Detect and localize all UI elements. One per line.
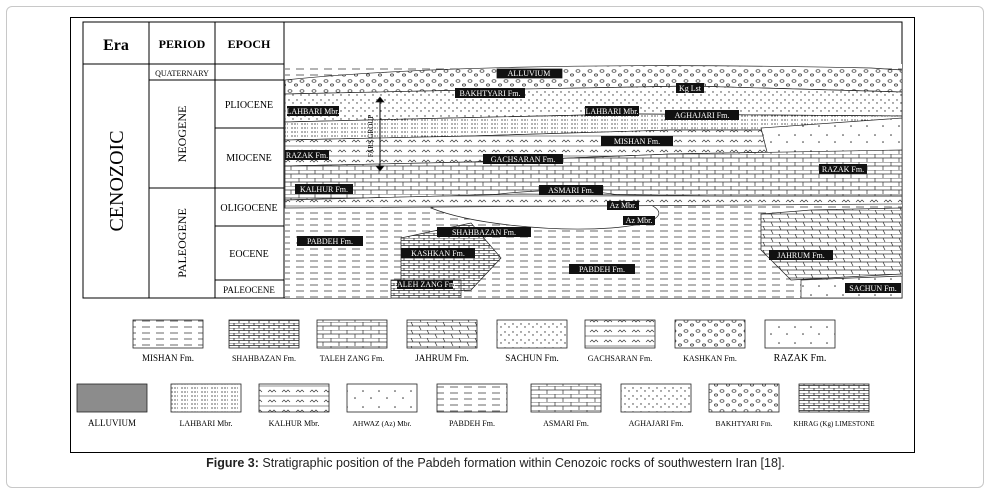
legend-row1-0: MISHAN Fm. — [142, 353, 194, 363]
header-epoch: EPOCH — [228, 37, 271, 51]
period-neogene: NEOGENE — [175, 106, 189, 163]
label-lahbari-mid: LAHBARI Mbr. — [586, 107, 639, 116]
legend-row2-6: AGHAJARI Fm. — [629, 419, 684, 428]
legend-row1-1: SHAHBAZAN Fm. — [232, 354, 296, 363]
label-az-mbr-1: Az Mbr. — [610, 201, 637, 210]
label-mishan: MISHAN Fm. — [614, 137, 660, 146]
legend-row2-0: ALLUVIUM — [88, 418, 136, 428]
legend-row1-7: RAZAK Fm. — [774, 353, 827, 364]
legend-labels: MISHAN Fm. SHAHBAZAN Fm. TALEH ZANG Fm. … — [88, 353, 875, 428]
label-razak-right: RAZAK Fm. — [822, 165, 864, 174]
figure-caption: Figure 3: Stratigraphic position of the … — [0, 456, 991, 470]
legend-row1-5: GACHSARAN Fm. — [588, 354, 652, 363]
legend-row2-3: AHWAZ (Az) Mbr. — [353, 419, 412, 428]
label-lahbari-left: LAHBARI Mbr. — [287, 107, 340, 116]
label-bakhtyari: BAKHTYARI Fm. — [460, 89, 521, 98]
label-kashkan: KASHKAN Fm. — [411, 249, 465, 258]
label-sachun: SACHUN Fm. — [849, 284, 897, 293]
legend-row2-7: BAKHTYARI Fm. — [715, 419, 772, 428]
label-taleh-zang: TALEH ZANG Fm. — [393, 280, 457, 289]
section-labels: ALLUVIUM Kg Lst BAKHTYARI Fm. LAHBARI Mb… — [285, 69, 901, 293]
legend-row2-8: KHRAG (Kg) LIMESTONE — [793, 420, 874, 428]
legend-row1-3: JAHRUM Fm. — [415, 353, 469, 363]
legend — [76, 319, 870, 413]
label-alluvium: ALLUVIUM — [508, 69, 551, 78]
legend-row2-1: LAHBARI Mbr. — [180, 419, 233, 428]
header-period: PERIOD — [159, 37, 206, 51]
label-shahbazan: SHAHBAZAN Fm. — [452, 228, 516, 237]
caption-prefix: Figure 3: — [206, 456, 259, 470]
label-fars-group: FARS GROUP — [367, 115, 375, 158]
label-kalhur: KALHUR Fm. — [300, 185, 348, 194]
period-quaternary: QUATERNARY — [155, 69, 209, 78]
label-kg-lst: Kg Lst — [679, 84, 702, 93]
epoch-eocene: EOCENE — [229, 249, 268, 260]
legend-row1-4: SACHUN Fm. — [505, 353, 559, 363]
label-razak-left: RAZAK Fm. — [286, 151, 328, 160]
legend-row2-2: KALHUR Mbr. — [269, 419, 320, 428]
legend-row1-6: KASHKAN Fm. — [683, 354, 737, 363]
label-gachsaran: GACHSARAN Fm. — [491, 155, 555, 164]
epoch-oligocene: OLIGOCENE — [220, 203, 277, 214]
label-aghajari: AGHAJARI Fm. — [675, 111, 730, 120]
figure-panel: Era PERIOD EPOCH CENOZOIC QUATERNARY NEO… — [70, 17, 915, 453]
cross-section — [284, 64, 903, 299]
epoch-paleocene: PALEOCENE — [223, 285, 275, 295]
header-era: Era — [103, 37, 129, 54]
label-az-mbr-2: Az Mbr. — [626, 216, 653, 225]
epoch-miocene: MIOCENE — [226, 153, 272, 164]
legend-row2-4: PABDEH Fm. — [449, 419, 495, 428]
period-paleogene: PALEOGENE — [175, 208, 189, 278]
label-asmari: ASMARI Fm. — [548, 186, 594, 195]
legend-row1-2: TALEH ZANG Fm. — [320, 354, 384, 363]
label-pabdeh-mid: PABDEH Fm. — [579, 265, 625, 274]
caption-text: Stratigraphic position of the Pabdeh for… — [258, 456, 785, 470]
stratigraphy-diagram: Era PERIOD EPOCH CENOZOIC QUATERNARY NEO… — [76, 21, 903, 428]
era-cenozoic: CENOZOIC — [106, 130, 128, 231]
label-pabdeh-left: PABDEH Fm. — [307, 237, 353, 246]
epoch-pliocene: PLIOCENE — [225, 100, 273, 111]
legend-row2-5: ASMARI Fm. — [543, 419, 589, 428]
label-jahrum: JAHRUM Fm. — [777, 251, 825, 260]
